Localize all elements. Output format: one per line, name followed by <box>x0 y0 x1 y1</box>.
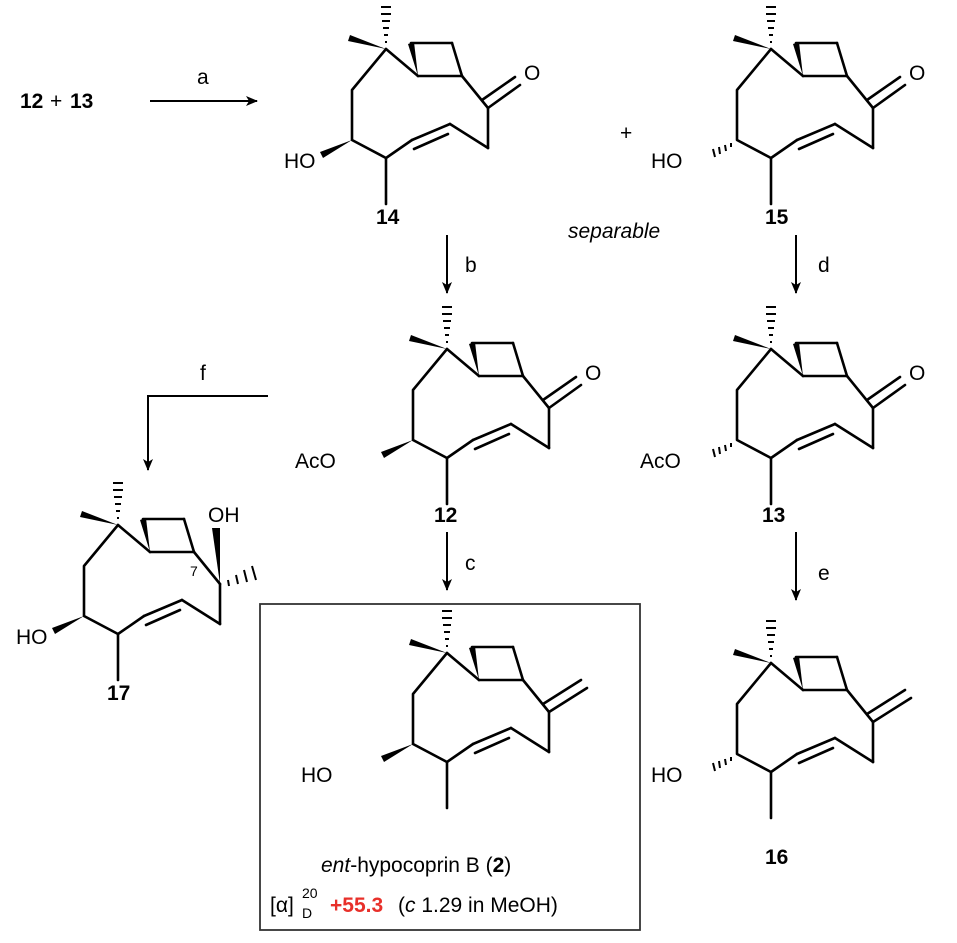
start-material-12: 12 <box>20 90 43 113</box>
condition-b: b <box>465 254 477 277</box>
compound-13-structure: O <box>712 305 925 506</box>
compound-16-oh: HO <box>651 764 683 787</box>
compound-17-oh-c7: OH <box>208 504 240 527</box>
condition-c: c <box>465 552 476 575</box>
optical-rotation-sup: 20 <box>302 885 318 901</box>
compound-12-oac: AcO <box>295 450 336 473</box>
compound-14-oh: HO <box>284 150 316 173</box>
compound-16-structure <box>712 620 913 820</box>
svg-text:O: O <box>585 362 601 385</box>
compound-17-structure <box>52 482 257 682</box>
condition-a: a <box>197 66 209 89</box>
compound-12-structure: O <box>381 305 601 506</box>
condition-f: f <box>200 362 206 385</box>
compound-15-number: 15 <box>765 206 789 229</box>
compound-14-number: 14 <box>376 206 400 229</box>
start-material-13: 13 <box>70 90 93 113</box>
compound-2-structure <box>381 610 589 810</box>
compound-13-number: 13 <box>762 504 785 527</box>
optical-rotation: [α] <box>270 894 294 917</box>
compound-15-structure: O <box>712 5 925 206</box>
compound-15-oh: HO <box>651 150 683 173</box>
compound-13-oac: AcO <box>640 450 681 473</box>
optical-rotation-conditions: (c 1.29 in MeOH) <box>398 894 558 917</box>
svg-text:O: O <box>909 62 925 85</box>
compound-17-number: 17 <box>107 682 130 705</box>
svg-text:O: O <box>909 362 925 385</box>
compound-14-structure: O <box>320 5 540 206</box>
plus-between-14-15: + <box>620 122 632 145</box>
arrow-f <box>143 395 268 471</box>
svg-text:O: O <box>524 62 540 85</box>
compound-2-name: ent-hypocoprin B (2) <box>321 854 511 877</box>
compound-16-number: 16 <box>765 846 788 869</box>
compound-2-oh: HO <box>301 764 333 787</box>
compound-12-number: 12 <box>434 504 457 527</box>
optical-rotation-value: +55.3 <box>330 894 383 917</box>
product-box <box>259 603 641 931</box>
optical-rotation-sub: D <box>302 905 312 921</box>
condition-e: e <box>818 562 830 585</box>
compound-17-position-label: 7 <box>190 563 198 579</box>
start-plus-sign: + <box>50 90 62 113</box>
separable-note: separable <box>568 220 660 243</box>
condition-d: d <box>818 254 830 277</box>
compound-17-oh: HO <box>16 626 48 649</box>
